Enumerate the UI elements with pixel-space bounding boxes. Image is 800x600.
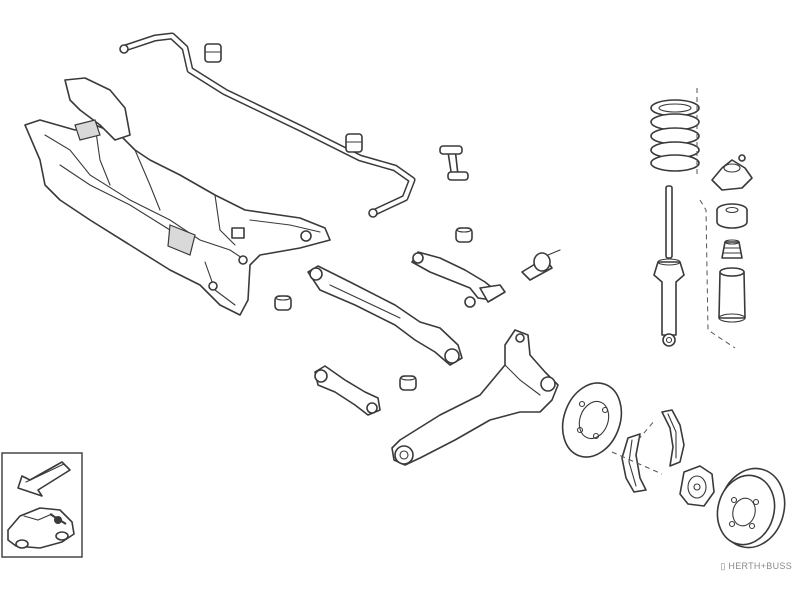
strut-bearing: [716, 203, 748, 229]
trailing-arm: [391, 329, 559, 466]
strut-top-mount: [711, 154, 753, 191]
bushing-c: [399, 375, 417, 391]
car-silhouette-icon: [7, 507, 75, 549]
stabilizer-bushing-2: [345, 133, 363, 153]
brand-icon: ▯: [720, 561, 726, 571]
upper-control-arm: [411, 251, 506, 308]
brand-text: HERTH+BUSS: [728, 561, 792, 571]
brake-backing-plate: [561, 382, 623, 458]
stabilizer-bar: [119, 32, 416, 218]
bushing-b: [274, 295, 292, 311]
strut-assembly-line: [696, 88, 736, 349]
brand-logo: ▯ HERTH+BUSS: [720, 561, 792, 572]
brake-shoe-1: [621, 433, 647, 493]
vehicle-orientation-inset: [1, 452, 83, 558]
shock-absorber: [653, 185, 685, 347]
stabilizer-bushing-1: [204, 43, 222, 63]
bump-stop: [721, 239, 743, 259]
stabilizer-link: [439, 145, 469, 181]
rear-subframe: [24, 77, 331, 316]
dust-boot: [718, 267, 746, 323]
toe-link-arm: [314, 365, 381, 416]
lower-control-arm: [307, 265, 463, 366]
assembly-line-2: [637, 419, 656, 441]
coil-spring: [650, 99, 700, 172]
bushing-a: [455, 227, 473, 243]
brake-drum: [716, 467, 786, 549]
bolt-bushing: [521, 249, 561, 281]
orientation-arrow-icon: [17, 461, 71, 497]
wheel-hub: [679, 465, 715, 507]
assembly-line-1: [611, 451, 663, 475]
brake-shoe-2: [661, 409, 685, 467]
